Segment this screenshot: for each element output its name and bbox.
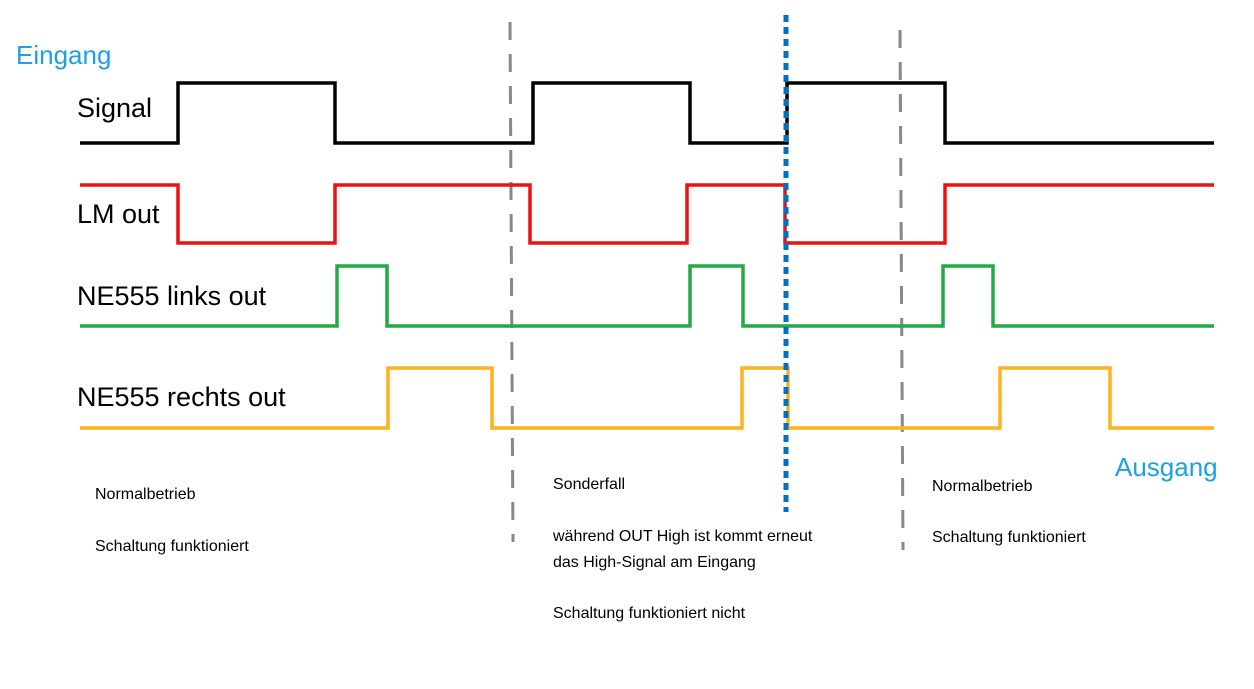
trace-label-ne555-rechts-out: NE555 rechts out bbox=[77, 382, 286, 412]
note-right-status: Schaltung funktioniert bbox=[932, 529, 1086, 546]
trace-label-ne555-links-out: NE555 links out bbox=[77, 281, 267, 311]
trace-label-signal: Signal bbox=[77, 93, 153, 123]
note-middle-description-line1: während OUT High ist kommt erneut bbox=[553, 528, 813, 545]
ne555-rechts-out-waveform bbox=[80, 366, 1214, 430]
lm-out-waveform bbox=[80, 183, 1214, 245]
section-divider-left bbox=[508, 21, 515, 543]
note-left-title: Normalbetrieb bbox=[95, 486, 196, 503]
ne555-links-out-waveform bbox=[80, 264, 1214, 328]
note-left-status: Schaltung funktioniert bbox=[95, 538, 249, 555]
note-middle-description-line2: das High-Signal am Eingang bbox=[553, 554, 756, 571]
note-right-title: Normalbetrieb bbox=[932, 478, 1033, 495]
note-middle-status: Schaltung funktioniert nicht bbox=[553, 605, 746, 622]
trace-label-lm-out: LM out bbox=[77, 199, 160, 229]
input-label: Eingang bbox=[16, 40, 112, 70]
section-divider-right bbox=[898, 29, 905, 551]
signal-waveform bbox=[80, 81, 1214, 145]
note-middle-title: Sonderfall bbox=[553, 476, 626, 493]
output-label: Ausgang bbox=[1115, 452, 1218, 482]
